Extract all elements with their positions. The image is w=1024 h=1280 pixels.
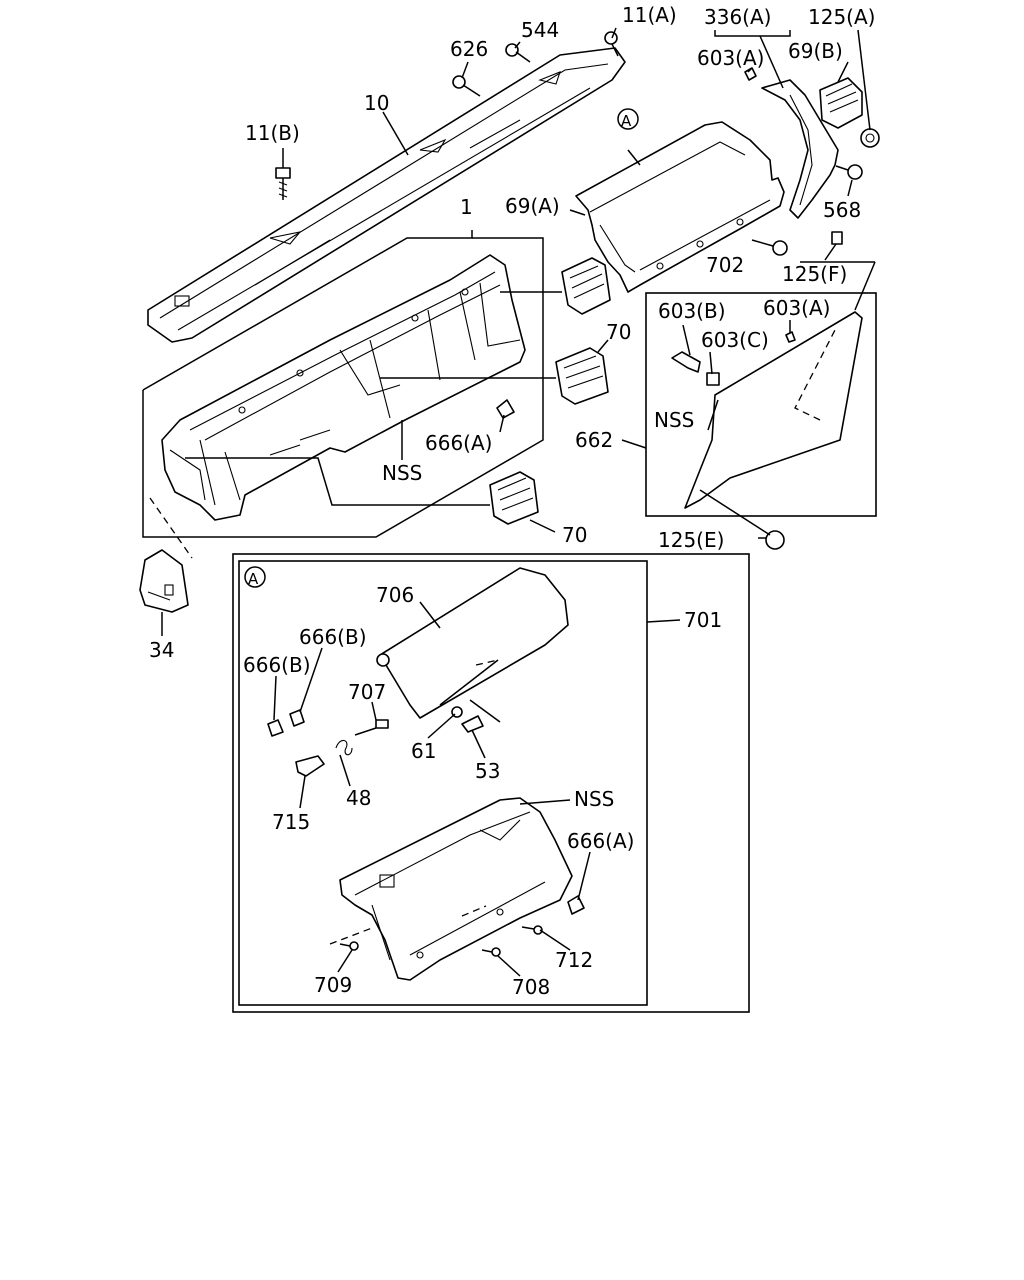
callout-666a-upper: 666(A) (425, 431, 492, 455)
callout-53: 53 (475, 759, 500, 783)
screw-544-icon (505, 43, 531, 63)
bolt-568-icon (835, 164, 863, 180)
callout-708: 708 (512, 975, 550, 999)
clip-125a-icon (860, 128, 880, 148)
callout-662: 662 (575, 428, 613, 452)
svg-text:A: A (248, 570, 259, 588)
callout-666b-upper: 666(B) (299, 625, 367, 649)
screw-709-icon (339, 941, 359, 951)
clip-603c-icon (706, 372, 720, 386)
callout-603c: 603(C) (701, 328, 769, 352)
clip-702-icon (751, 239, 788, 256)
callout-10: 10 (364, 91, 389, 115)
callout-603a-mid: 603(A) (763, 296, 830, 320)
callout-69b: 69(B) (788, 39, 843, 63)
view-marker-top: A (617, 108, 639, 130)
bolt-11b-icon (275, 167, 291, 200)
callout-709: 709 (314, 973, 352, 997)
clip-666a-upper-icon (496, 399, 515, 419)
callout-125f: 125(F) (782, 262, 847, 286)
clip-666a-lower-icon (567, 895, 585, 915)
callout-666b-left: 666(B) (243, 653, 311, 677)
svg-text:A: A (621, 112, 632, 130)
callout-125e: 125(E) (658, 528, 724, 552)
callout-707: 707 (348, 680, 386, 704)
lower-cover-662-part (684, 311, 863, 509)
callout-nss-box: NSS (574, 787, 614, 811)
callout-715: 715 (272, 810, 310, 834)
side-cover-34-part (139, 549, 189, 613)
callout-labels: 11(A) 336(A) 125(A) 544 626 603(A) 69(B)… (149, 3, 875, 999)
callout-1: 1 (460, 195, 473, 219)
callout-48: 48 (346, 786, 371, 810)
hinge-715-part (295, 755, 325, 777)
callout-603b: 603(B) (658, 299, 726, 323)
callout-712: 712 (555, 948, 593, 972)
callout-nss-dash: NSS (382, 461, 422, 485)
clip-603a-mid-icon (785, 331, 796, 343)
clip-125f-icon (831, 231, 843, 245)
view-marker-inset: A (244, 566, 266, 588)
upper-dash-panel-part (147, 47, 626, 343)
screw-708-icon (481, 947, 501, 957)
callout-603a-top: 603(A) (697, 46, 764, 70)
cover-662-box (645, 292, 877, 517)
assembly-1-bracket (142, 230, 473, 391)
callout-70-lower: 70 (562, 523, 587, 547)
vent-70-lower-part (489, 471, 539, 525)
callout-11a: 11(A) (622, 3, 677, 27)
callout-701: 701 (684, 608, 722, 632)
callout-626: 626 (450, 37, 488, 61)
clip-125e-icon (758, 530, 785, 550)
glove-box-upper-part (575, 121, 785, 293)
clip-603b-icon (671, 351, 701, 373)
callout-544: 544 (521, 18, 559, 42)
glove-box-door-706-part (376, 567, 569, 723)
callout-336a: 336(A) (704, 5, 771, 29)
latch-53-part (461, 715, 484, 733)
assembly-701-inner-box (238, 560, 648, 1006)
spring-48-icon (335, 739, 353, 756)
callout-70-upper: 70 (606, 320, 631, 344)
vent-69a-part (561, 257, 611, 315)
callout-11b: 11(B) (245, 121, 300, 145)
callout-702: 702 (706, 253, 744, 277)
callout-61: 61 (411, 739, 436, 763)
clip-666b-upper-icon (289, 709, 305, 727)
instrument-panel-part (161, 254, 526, 521)
callout-666a-lower: 666(A) (567, 829, 634, 853)
callout-568: 568 (823, 198, 861, 222)
leader-lines (161, 27, 871, 977)
callout-34: 34 (149, 638, 174, 662)
assembly-701-outer-box (232, 553, 750, 1013)
side-trim-336a-part (761, 79, 839, 219)
vent-70-upper-part (555, 347, 609, 405)
screw-626-icon (452, 75, 481, 97)
screw-712-icon (521, 925, 543, 935)
callout-nss-right: NSS (654, 408, 694, 432)
glove-box-housing-part (329, 797, 573, 981)
callout-125a: 125(A) (808, 5, 875, 29)
callout-69a: 69(A) (505, 194, 560, 218)
callout-706: 706 (376, 583, 414, 607)
bolt-707-icon (354, 719, 389, 736)
vent-69b-part (819, 77, 863, 129)
clip-666b-left-icon (267, 719, 284, 737)
